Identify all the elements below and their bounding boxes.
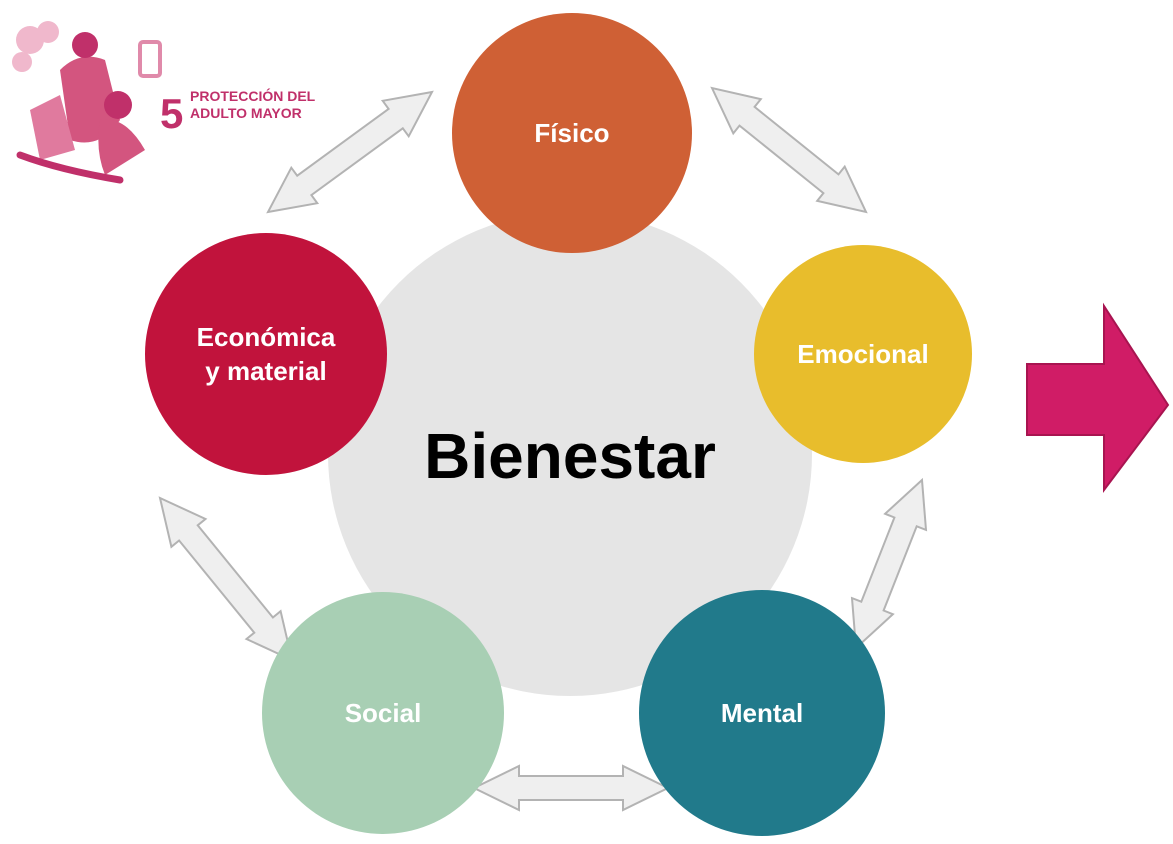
node-economica	[145, 233, 387, 475]
node-mental	[639, 590, 885, 836]
connectors	[158, 86, 928, 812]
logo: 5 PROTECCIÓN DEL ADULTO MAYOR	[12, 21, 316, 184]
center-circle	[328, 212, 812, 696]
connector-mental-social-icon	[471, 764, 671, 812]
node-fisico	[452, 13, 692, 253]
node-label-mental: Mental	[721, 698, 803, 728]
node-social	[262, 592, 504, 834]
logo-title-line2: ADULTO MAYOR	[190, 105, 302, 121]
connector-emocional-mental-icon	[850, 477, 928, 651]
node-label-emocional: Emocional	[797, 339, 928, 369]
right-arrow-icon	[1026, 302, 1170, 493]
logo-number: 5	[160, 90, 183, 137]
logo-title-line1: PROTECCIÓN DEL	[190, 87, 316, 104]
connector-economica-fisico-icon	[266, 90, 434, 214]
logo-illustration-icon	[12, 21, 162, 184]
connector-economica-social-icon	[158, 496, 294, 662]
center-label: Bienestar	[424, 420, 716, 492]
node-label-fisico: Físico	[534, 118, 609, 148]
connector-fisico-emocional-icon	[710, 86, 868, 214]
node-label-social: Social	[345, 698, 422, 728]
node-emocional	[754, 245, 972, 463]
